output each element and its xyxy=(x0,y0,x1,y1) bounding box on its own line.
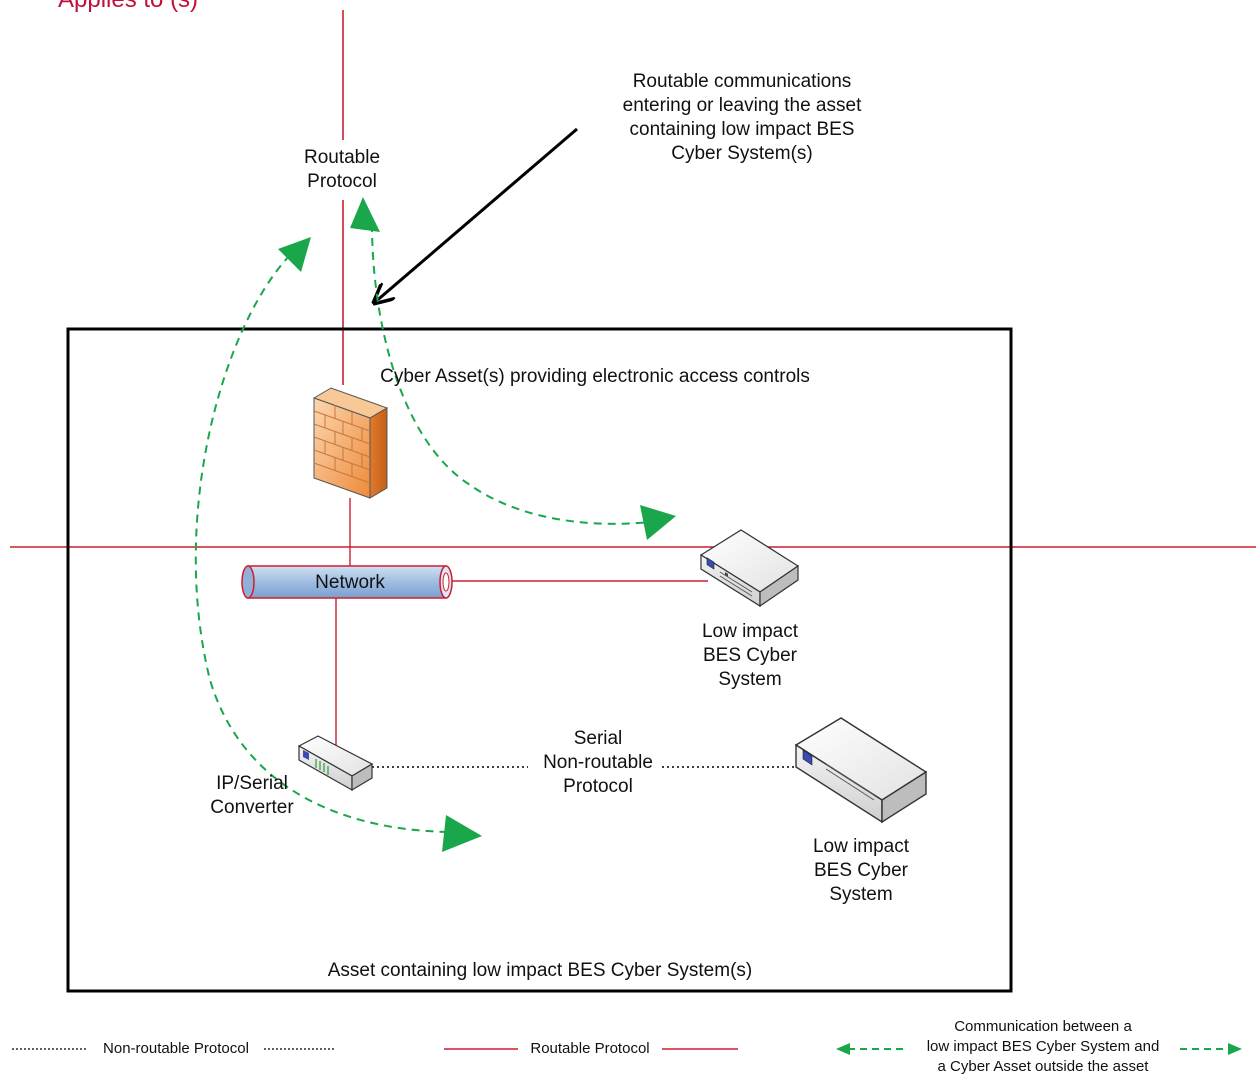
converter-label: IP/Serial Converter xyxy=(210,773,294,818)
comm-arrow-firewall-device xyxy=(371,223,651,525)
firewall-icon xyxy=(312,387,389,499)
legend-routable-label: Routable Protocol xyxy=(530,1040,650,1057)
asset-boundary xyxy=(66,327,1013,993)
serial-label: Serial Non-routable Protocol xyxy=(543,728,653,797)
legend-comm-arrowhead-right xyxy=(1228,1043,1242,1055)
comm-arrowhead xyxy=(350,197,380,232)
converter-icon xyxy=(297,735,374,792)
legend-comm-arrowhead-left xyxy=(836,1043,850,1055)
legend-nonroutable-label: Non-routable Protocol xyxy=(103,1040,249,1057)
asset-label: Asset containing low impact BES Cyber Sy… xyxy=(327,960,753,981)
legend-communication-label: Communication between a low impact BES C… xyxy=(926,1018,1160,1075)
comm-arrowhead xyxy=(640,505,676,540)
routable-protocol-label: Routable Protocol xyxy=(282,146,402,194)
low-impact-label-1: Low impact BES Cyber System xyxy=(701,621,799,690)
network-label: Network xyxy=(315,572,385,593)
routable-comms-arrow xyxy=(374,127,578,303)
comm-arrowhead xyxy=(278,237,311,272)
server-icon xyxy=(699,529,800,608)
eac-label: Cyber Asset(s) providing electronic acce… xyxy=(380,366,810,387)
server-icon xyxy=(794,717,928,824)
top-cut-label: Applies to (s) xyxy=(58,0,198,14)
low-impact-label-2: Low impact BES Cyber System xyxy=(812,836,910,905)
routable-comms-label: Routable communications entering or leav… xyxy=(622,71,862,164)
network-cylinder-icon xyxy=(241,565,453,599)
comm-arrow-converter-outside xyxy=(194,254,451,833)
comm-arrowhead xyxy=(442,815,482,852)
